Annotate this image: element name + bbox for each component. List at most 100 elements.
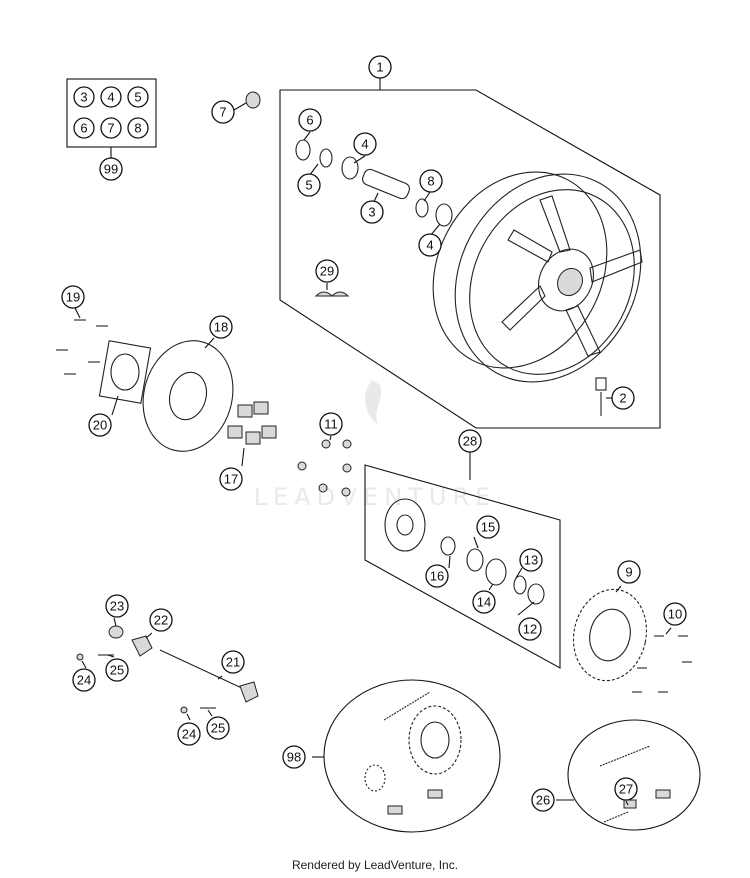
chain-kit-98-outline <box>323 679 501 833</box>
callout-12: 12 <box>518 617 542 641</box>
kit99-item-7: 7 <box>100 117 122 139</box>
callout-1: 1 <box>368 55 392 79</box>
svg-text:7: 7 <box>107 121 114 136</box>
svg-text:5: 5 <box>134 90 141 105</box>
callout-17: 17 <box>219 467 243 491</box>
svg-text:29: 29 <box>320 264 334 279</box>
svg-text:14: 14 <box>477 595 491 610</box>
svg-text:25: 25 <box>110 663 124 678</box>
callout-2: 2 <box>611 386 635 410</box>
svg-text:9: 9 <box>625 565 632 580</box>
svg-text:4: 4 <box>426 238 433 253</box>
kit99-item-3: 3 <box>73 86 95 108</box>
callout-99: 99 <box>99 157 123 181</box>
callout-24b: 24 <box>177 722 201 746</box>
svg-text:20: 20 <box>93 418 107 433</box>
svg-text:10: 10 <box>668 607 682 622</box>
svg-text:19: 19 <box>66 290 80 305</box>
callout-25b: 25 <box>206 716 230 740</box>
wheel-group-outline <box>279 89 661 429</box>
svg-text:98: 98 <box>287 750 301 765</box>
svg-text:23: 23 <box>110 599 124 614</box>
callout-27: 27 <box>614 777 638 801</box>
nuts-11 <box>297 439 352 497</box>
brake-disc-and-flange <box>56 319 234 452</box>
svg-text:4: 4 <box>107 90 114 105</box>
svg-text:3: 3 <box>368 205 375 220</box>
rear-axle-parts <box>76 625 259 714</box>
leadventure-watermark: LEADVENTURE <box>254 380 497 511</box>
callout-3: 3 <box>360 200 384 224</box>
svg-text:5: 5 <box>305 178 312 193</box>
svg-text:15: 15 <box>481 520 495 535</box>
svg-text:8: 8 <box>427 174 434 189</box>
svg-text:18: 18 <box>214 320 228 335</box>
svg-text:6: 6 <box>80 121 87 136</box>
callout-7: 7 <box>211 100 235 124</box>
rear-sprocket <box>572 588 648 682</box>
svg-text:8: 8 <box>134 121 141 136</box>
callout-10: 10 <box>663 602 687 626</box>
svg-text:2: 2 <box>619 391 626 406</box>
svg-text:17: 17 <box>224 472 238 487</box>
svg-text:24: 24 <box>182 727 196 742</box>
callout-18: 18 <box>209 315 233 339</box>
svg-text:25: 25 <box>211 721 225 736</box>
sprocket-carrier-outline <box>364 464 561 669</box>
kit99-item-5: 5 <box>127 86 149 108</box>
svg-text:11: 11 <box>324 417 338 432</box>
callout-5: 5 <box>297 173 321 197</box>
svg-text:16: 16 <box>430 569 444 584</box>
axle-sleeve-parts <box>245 91 607 416</box>
callout-24a: 24 <box>72 668 96 692</box>
callout-21: 21 <box>221 650 245 674</box>
callout-16: 16 <box>425 564 449 588</box>
svg-text:1: 1 <box>376 60 383 75</box>
callout-9: 9 <box>617 560 641 584</box>
callout-14: 14 <box>472 590 496 614</box>
watermark-text: LEADVENTURE <box>254 483 497 511</box>
svg-text:24: 24 <box>77 673 91 688</box>
callout-25a: 25 <box>105 658 129 682</box>
svg-text:4: 4 <box>361 137 368 152</box>
leader-lines <box>74 102 672 806</box>
svg-text:12: 12 <box>523 622 537 637</box>
kit99-item-4: 4 <box>100 86 122 108</box>
svg-text:3: 3 <box>80 90 87 105</box>
callout-19: 19 <box>61 285 85 309</box>
svg-text:7: 7 <box>219 105 226 120</box>
svg-text:28: 28 <box>463 434 477 449</box>
callout-8: 8 <box>419 169 443 193</box>
callout-4a: 4 <box>353 132 377 156</box>
chain-kit-98-parts <box>364 691 462 815</box>
cush-drive-dampers <box>227 401 277 445</box>
rear-wheel <box>432 171 643 383</box>
kit99-item-6: 6 <box>73 117 95 139</box>
svg-text:21: 21 <box>226 655 240 670</box>
svg-text:6: 6 <box>306 113 313 128</box>
sprocket-bolts <box>632 635 692 693</box>
svg-text:13: 13 <box>524 553 538 568</box>
callout-13: 13 <box>519 548 543 572</box>
svg-text:99: 99 <box>104 162 118 177</box>
callout-98: 98 <box>282 745 306 769</box>
sprocket-carrier-parts <box>384 498 545 605</box>
callout-22: 22 <box>149 608 173 632</box>
callout-29: 29 <box>315 259 339 283</box>
callout-28: 28 <box>458 429 482 453</box>
callout-4b: 4 <box>418 233 442 257</box>
chain-kit-26-outline <box>567 719 701 831</box>
callout-26: 26 <box>531 788 555 812</box>
svg-text:22: 22 <box>154 613 168 628</box>
svg-text:26: 26 <box>536 793 550 808</box>
svg-text:27: 27 <box>619 782 633 797</box>
kit99-item-8: 8 <box>127 117 149 139</box>
render-credit: Rendered by LeadVenture, Inc. <box>291 858 459 872</box>
kit-99-box <box>66 78 157 158</box>
chain-kit-26-parts <box>599 745 671 823</box>
callout-23: 23 <box>105 594 129 618</box>
callout-6: 6 <box>298 108 322 132</box>
callout-11: 11 <box>319 412 343 436</box>
callout-15: 15 <box>476 515 500 539</box>
